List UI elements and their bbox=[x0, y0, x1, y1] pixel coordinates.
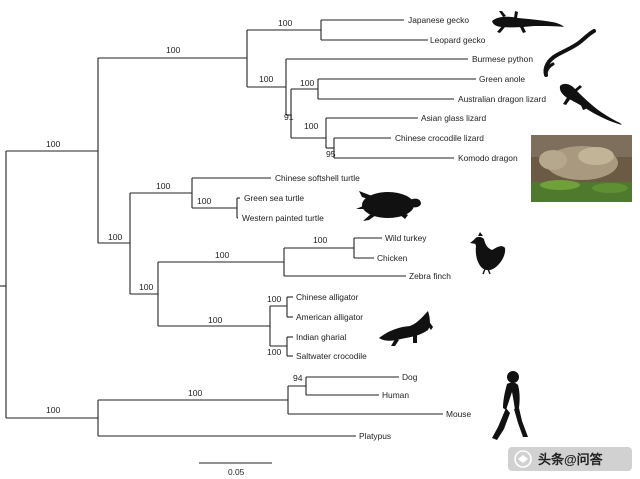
human-icon bbox=[492, 371, 528, 440]
lizard-icon bbox=[559, 83, 622, 125]
support-value: 100 bbox=[215, 250, 230, 260]
rooster-icon bbox=[470, 232, 506, 275]
taxon-label-zebra-finch: Zebra finch bbox=[409, 271, 451, 281]
taxon-label-green-sea-turtle: Green sea turtle bbox=[244, 193, 304, 203]
taxon-label-leopard-gecko: Leopard gecko bbox=[430, 35, 486, 45]
support-values: 100 100 100 100 91 100 95 100 100 100 10… bbox=[46, 18, 336, 415]
support-value: 100 bbox=[259, 74, 274, 84]
taxon-labels: Japanese gecko Leopard gecko Burmese pyt… bbox=[242, 15, 546, 441]
watermark-text: 头条@问答 bbox=[538, 452, 604, 467]
support-value: 100 bbox=[278, 18, 293, 28]
support-value: 91 bbox=[284, 112, 294, 122]
support-value: 100 bbox=[156, 181, 171, 191]
scale-bar-label: 0.05 bbox=[228, 467, 245, 477]
taxon-label-saltwater-crocodile: Saltwater crocodile bbox=[296, 351, 367, 361]
support-value: 100 bbox=[46, 405, 61, 415]
komodo-dragon-photo bbox=[531, 135, 632, 202]
taxon-label-australian-dragon-lizard: Australian dragon lizard bbox=[458, 94, 546, 104]
taxon-label-komodo-dragon: Komodo dragon bbox=[458, 153, 518, 163]
support-value: 100 bbox=[267, 294, 282, 304]
support-value: 100 bbox=[166, 45, 181, 55]
taxon-label-platypus: Platypus bbox=[359, 431, 391, 441]
taxon-label-japanese-gecko: Japanese gecko bbox=[408, 15, 469, 25]
taxon-label-burmese-python: Burmese python bbox=[472, 54, 533, 64]
support-value: 100 bbox=[108, 232, 123, 242]
scale-bar: 0.05 bbox=[199, 462, 272, 477]
support-value: 100 bbox=[188, 388, 203, 398]
taxon-label-asian-glass-lizard: Asian glass lizard bbox=[421, 113, 487, 123]
support-value: 100 bbox=[139, 282, 154, 292]
support-value: 94 bbox=[293, 373, 303, 383]
support-value: 100 bbox=[300, 78, 315, 88]
tree-branches bbox=[0, 19, 476, 437]
taxon-label-indian-gharial: Indian gharial bbox=[296, 332, 346, 342]
support-value: 100 bbox=[46, 139, 61, 149]
gecko-icon bbox=[492, 11, 564, 33]
taxon-label-chinese-alligator: Chinese alligator bbox=[296, 292, 359, 302]
turtle-icon bbox=[356, 191, 421, 221]
taxon-label-chicken: Chicken bbox=[377, 253, 408, 263]
snake-icon bbox=[543, 29, 596, 77]
support-value: 100 bbox=[267, 347, 282, 357]
support-value: 100 bbox=[208, 315, 223, 325]
taxon-label-dog: Dog bbox=[402, 372, 418, 382]
taxon-label-green-anole: Green anole bbox=[479, 74, 525, 84]
support-value: 95 bbox=[326, 149, 336, 159]
support-value: 100 bbox=[197, 196, 212, 206]
taxon-label-western-painted-turtle: Western painted turtle bbox=[242, 213, 324, 223]
taxon-label-wild-turkey: Wild turkey bbox=[385, 233, 427, 243]
watermark: 头条@问答 bbox=[508, 447, 632, 471]
support-value: 100 bbox=[313, 235, 328, 245]
crocodile-icon bbox=[379, 311, 433, 346]
support-value: 100 bbox=[304, 121, 319, 131]
taxon-label-human: Human bbox=[382, 390, 409, 400]
taxon-label-chinese-crocodile-lizard: Chinese crocodile lizard bbox=[395, 133, 484, 143]
taxon-label-mouse: Mouse bbox=[446, 409, 471, 419]
taxon-label-american-alligator: American alligator bbox=[296, 312, 363, 322]
taxon-label-chinese-softshell-turtle: Chinese softshell turtle bbox=[275, 173, 360, 183]
